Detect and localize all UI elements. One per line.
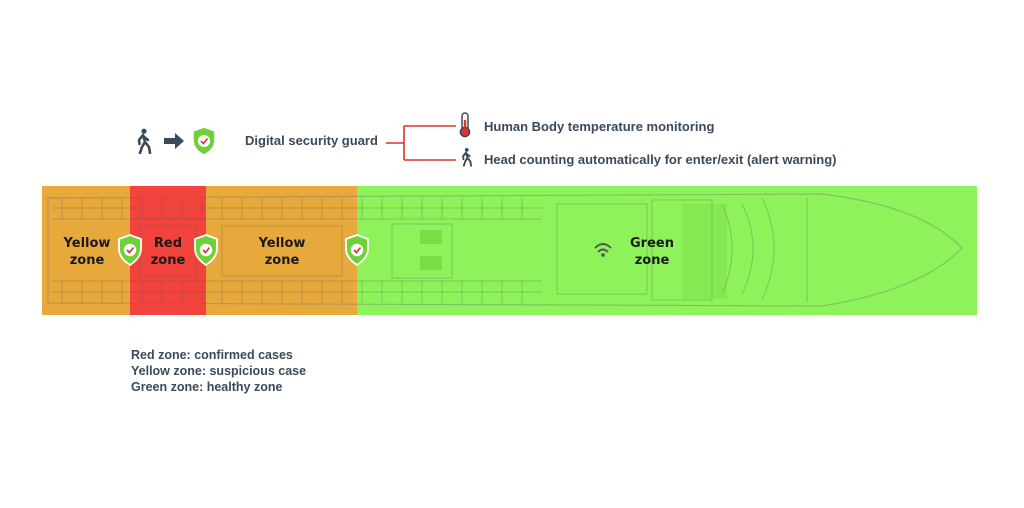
- shield-check-icon: [118, 234, 142, 266]
- red-zone-area: [130, 186, 206, 315]
- wifi-icon: [594, 243, 612, 253]
- hull-outline: [47, 193, 963, 307]
- yellow-zone-area-2: [206, 186, 357, 315]
- shield-check-icon: [345, 234, 369, 266]
- legend-red-zone: Red zone: confirmed cases: [131, 348, 293, 362]
- temperature-monitoring-label: Human Body temperature monitoring: [484, 119, 715, 134]
- arrow-right-icon: [164, 133, 184, 149]
- thermometer-icon: [459, 112, 471, 138]
- green-zone-area: [357, 186, 977, 315]
- yellow-zone-area: [42, 186, 130, 315]
- connector-bracket: [386, 125, 456, 161]
- person-walking-icon: [137, 128, 152, 154]
- shield-check-icon: [192, 126, 216, 156]
- person-walking-icon: [462, 147, 473, 167]
- head-counting-label: Head counting automatically for enter/ex…: [484, 152, 837, 167]
- guard-label: Digital security guard: [245, 133, 378, 148]
- legend-yellow-zone: Yellow zone: suspicious case: [131, 364, 307, 378]
- legend-green-zone: Green zone: healthy zone: [131, 380, 283, 394]
- ship-deck-plan: [42, 186, 977, 315]
- shield-check-icon: [194, 234, 218, 266]
